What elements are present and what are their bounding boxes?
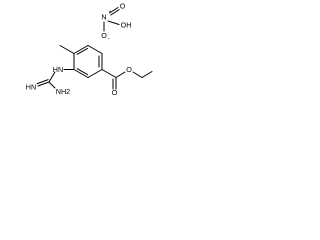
bond-c-nh2 [48, 81, 56, 89]
bond-carbonyl-o-ester [115, 71, 126, 78]
carbonyl-oxygen-label: O [112, 88, 118, 97]
nitrate-hydroxyl-label: OH [121, 21, 132, 30]
bond-c-nh-double-b [36, 79, 49, 85]
ester-oxygen-label: O [126, 65, 132, 74]
nitrate-oxygen-minus-label: O [101, 31, 107, 40]
ring-bond-c1-c2 [73, 45, 89, 54]
ring-bond-c5-c6 [73, 69, 89, 78]
bond-ring-carbonyl [101, 69, 117, 78]
benzoate-molecule: HN HN NH2 O O [26, 45, 153, 97]
nitrate-oxygen-minus-charge: - [108, 36, 110, 42]
bond-ch2-ch3 [141, 71, 153, 78]
nitrate-oxygen-double-label: O [120, 2, 126, 11]
bond-nh-c [48, 71, 56, 83]
imine-nh-label: HN [26, 83, 36, 92]
ring-bond-c2-c3 [87, 45, 103, 54]
bond-n-o-double-b [110, 9, 120, 16]
ring-bond-c4-c5 [87, 69, 103, 78]
nitric-acid-counterion: N + O OH O - [101, 2, 131, 43]
bond-o-ch2 [132, 71, 143, 78]
amine-nh2-label: NH2 [56, 87, 70, 96]
ring-double-c1-c2 [76, 47, 88, 55]
bond-methyl [59, 45, 75, 54]
chemical-structure-diagram: N + O OH O - HN HN NH2 [26, 2, 153, 97]
amine-nh-label: HN [53, 65, 63, 74]
nitrate-nitrogen-label: N [101, 13, 106, 22]
bond-c-nh-double-a [37, 81, 50, 87]
ring-double-c5-c6 [76, 68, 88, 76]
nitrate-nitrogen-charge: + [109, 10, 112, 16]
bond-n-o-double-a [109, 7, 119, 14]
bond-n-oh [107, 20, 120, 25]
